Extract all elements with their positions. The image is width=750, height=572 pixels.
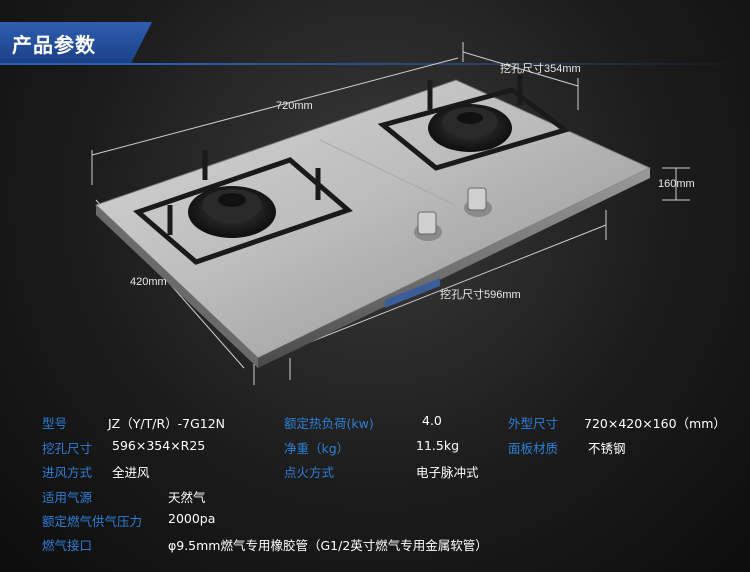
spec-value-cutout: 596×354×R25 — [112, 438, 206, 453]
spec-value-connector: φ9.5mm燃气专用橡胶管（G1/2英寸燃气专用金属软管） — [168, 538, 488, 553]
spec-label-panel: 面板材质 — [508, 441, 559, 456]
spec-value-model: JZ（Y/T/R）-7G12N — [108, 416, 226, 431]
section-title-tab: 产品参数 — [0, 22, 152, 64]
spec-label-connector: 燃气接口 — [42, 538, 93, 553]
cutout-width-label: 挖孔尺寸596mm — [440, 289, 521, 301]
spec-value-size: 720×420×160（mm） — [584, 416, 726, 431]
spec-label-cutout: 挖孔尺寸 — [42, 441, 93, 456]
cooktop-panel — [95, 79, 652, 359]
cooktop-illustration — [91, 42, 690, 385]
spec-label-weight: 净重（kg） — [284, 441, 350, 456]
spec-label-ignition: 点火方式 — [284, 465, 335, 480]
width-label: 720mm — [276, 100, 313, 112]
control-knobs — [414, 187, 492, 241]
spec-value-ignition: 电子脉冲式 — [416, 465, 479, 480]
right-burner — [377, 75, 571, 171]
spec-value-panel: 不锈钢 — [588, 441, 626, 456]
spec-label-size: 外型尺寸 — [508, 416, 559, 431]
spec-label-model: 型号 — [42, 416, 68, 431]
spec-value-gas: 天然气 — [168, 490, 206, 505]
left-burner — [133, 150, 353, 265]
section-title: 产品参数 — [12, 33, 96, 57]
spec-value-pressure: 2000pa — [168, 511, 216, 526]
spec-value-air: 全进风 — [112, 465, 150, 480]
spec-value-weight: 11.5kg — [416, 438, 460, 453]
depth-label: 420mm — [130, 276, 167, 288]
cutout-depth-label: 挖孔尺寸354mm — [500, 63, 581, 75]
header-divider — [0, 63, 750, 65]
spec-value-heat: 4.0 — [422, 413, 442, 428]
spec-label-pressure: 额定燃气供气压力 — [42, 514, 143, 529]
spec-label-gas: 适用气源 — [42, 490, 93, 505]
spec-label-air: 进风方式 — [42, 465, 93, 480]
spec-table: 型号 JZ（Y/T/R）-7G12N 额定热负荷(kw) 4.0 外型尺寸 72… — [0, 410, 750, 570]
height-label: 160mm — [658, 178, 695, 190]
spec-label-heat: 额定热负荷(kw) — [284, 416, 374, 431]
